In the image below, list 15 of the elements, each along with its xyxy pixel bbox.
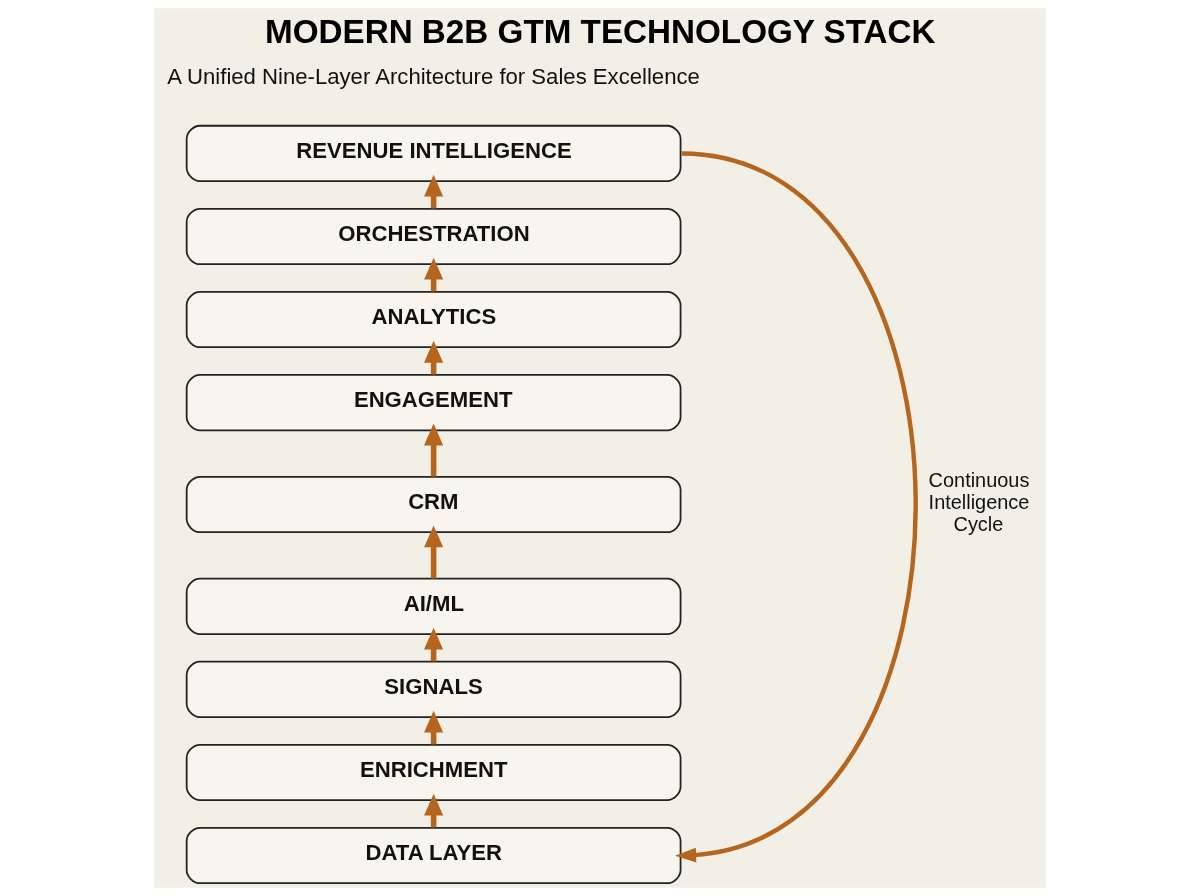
- label: A Unified Nine-Layer Architecture for Sales Excellence: [167, 63, 700, 89]
- diagram-title: MODERN B2B GTM TECHNOLOGY STACK: [265, 12, 936, 50]
- node-box: ORCHESTRATION: [185, 207, 682, 266]
- node-box: REVENUE INTELLIGENCE: [185, 124, 682, 182]
- node-box: ENGAGEMENT: [185, 374, 682, 432]
- node-box: SIGNALS: [185, 660, 682, 718]
- edge-label: Continuous Intelligence Cycle: [928, 469, 1030, 536]
- node-box: DATA LAYER: [185, 826, 682, 885]
- arrow: [424, 423, 444, 477]
- node-box: ANALYTICS: [185, 290, 682, 349]
- node-box: CRM: [185, 475, 682, 534]
- arrow: [674, 151, 918, 863]
- node-box: AI/ML: [185, 577, 682, 635]
- node-box: ENRICHMENT: [185, 743, 682, 802]
- arrow: [424, 525, 444, 579]
